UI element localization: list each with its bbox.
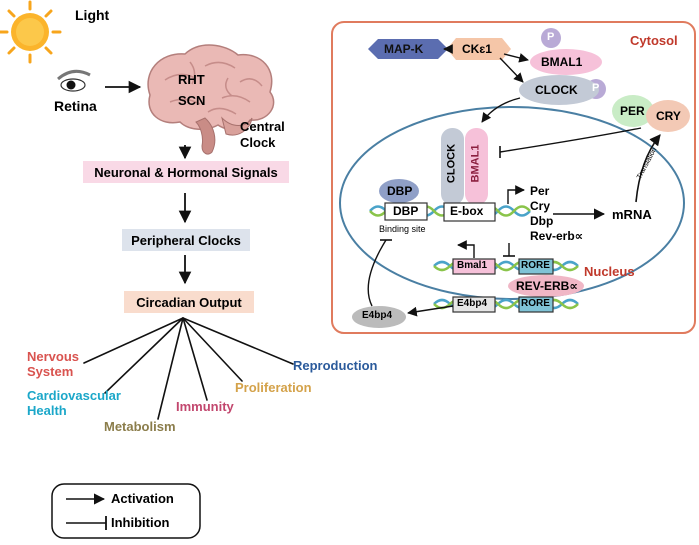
clock-nuclear-label: CLOCK xyxy=(445,143,458,184)
clock-cytosol xyxy=(519,75,599,105)
e4bp4-protein-label: E4bp4 xyxy=(362,310,393,321)
scn-label: SCN xyxy=(178,93,206,108)
cke1-shape xyxy=(447,38,511,60)
output-cardio-1: Cardiovascular xyxy=(27,388,121,403)
central-clock-label-2: Clock xyxy=(240,135,276,150)
light-label: Light xyxy=(75,7,110,23)
e4bp4-gene-label: E4bp4 xyxy=(457,298,488,309)
clock-nuclear xyxy=(441,128,464,205)
output-fan xyxy=(83,317,294,420)
output-nervous-1: Nervous xyxy=(27,349,80,364)
binding-site-label: Binding site xyxy=(379,224,426,234)
peripheral-clocks-box: Peripheral Clocks xyxy=(122,229,250,251)
dbp-protein xyxy=(379,179,419,203)
sun-icon xyxy=(0,0,62,64)
per-protein xyxy=(612,95,654,127)
phospho-label-2: P xyxy=(592,82,600,94)
phospho-label-1: P xyxy=(547,31,555,43)
clock-cytosol-label: CLOCK xyxy=(535,83,578,97)
brain-icon xyxy=(147,44,275,155)
rev-erb-protein xyxy=(508,275,584,297)
cytosol-label: Cytosol xyxy=(630,33,678,48)
bmal1-gene-label: Bmal1 xyxy=(457,260,488,271)
ebox-box xyxy=(443,202,496,222)
target-reverb: Rev-erb∝ xyxy=(530,229,584,243)
mapk-shape xyxy=(368,39,448,59)
output-metabolism: Metabolism xyxy=(104,419,176,434)
output-proliferation: Proliferation xyxy=(235,380,312,395)
target-dbp: Dbp xyxy=(530,214,554,228)
legend-box xyxy=(51,483,201,539)
output-immunity: Immunity xyxy=(176,399,234,414)
dbp-protein-label: DBP xyxy=(387,184,413,198)
nucleus-label: Nucleus xyxy=(584,264,635,279)
rore-label-1: RORE xyxy=(521,260,550,271)
rht-label: RHT xyxy=(178,72,205,87)
bmal1-gene-box xyxy=(452,258,496,275)
bmal1-cytosol-label: BMAL1 xyxy=(541,55,583,69)
dbp-site-box xyxy=(384,202,428,221)
retina-label: Retina xyxy=(54,98,97,114)
neuronal-hormonal-box: Neuronal & Hormonal Signals xyxy=(83,161,289,183)
rore-box-2 xyxy=(518,296,554,313)
rore-box-1 xyxy=(518,258,554,275)
mapk-label: MAP-K xyxy=(384,42,424,56)
per-label: PER xyxy=(620,104,645,118)
circadian-output-box: Circadian Output xyxy=(124,291,254,313)
rore-label-2: RORE xyxy=(521,298,550,309)
bmal1-cytosol xyxy=(530,49,602,75)
legend-inhibition: Inhibition xyxy=(111,515,170,530)
e4bp4-gene-box xyxy=(452,296,496,313)
bmal1-nuclear xyxy=(465,128,488,205)
nucleus-membrane xyxy=(339,106,685,300)
output-reproduction: Reproduction xyxy=(293,358,378,373)
cry-label: CRY xyxy=(656,109,681,123)
ebox-label: E-box xyxy=(450,204,484,218)
cry-protein xyxy=(646,100,690,132)
output-nervous-2: System xyxy=(27,364,74,379)
phosphate-bmal1 xyxy=(541,28,561,48)
dbp-site-label: DBP xyxy=(393,204,419,218)
eye-icon xyxy=(57,69,91,92)
legend-activation: Activation xyxy=(111,491,174,506)
rev-erb-label: REV-ERB∝ xyxy=(516,279,578,293)
target-cry: Cry xyxy=(530,199,551,213)
e4bp4-protein-shape xyxy=(352,306,406,328)
output-cardio-2: Health xyxy=(27,403,67,418)
bmal1-nuclear-label: BMAL1 xyxy=(469,144,482,183)
central-clock-label-1: Central xyxy=(240,119,285,134)
target-per: Per xyxy=(530,184,550,198)
cke1-label: CKɛ1 xyxy=(462,42,492,56)
mrna-label: mRNA xyxy=(612,207,652,222)
